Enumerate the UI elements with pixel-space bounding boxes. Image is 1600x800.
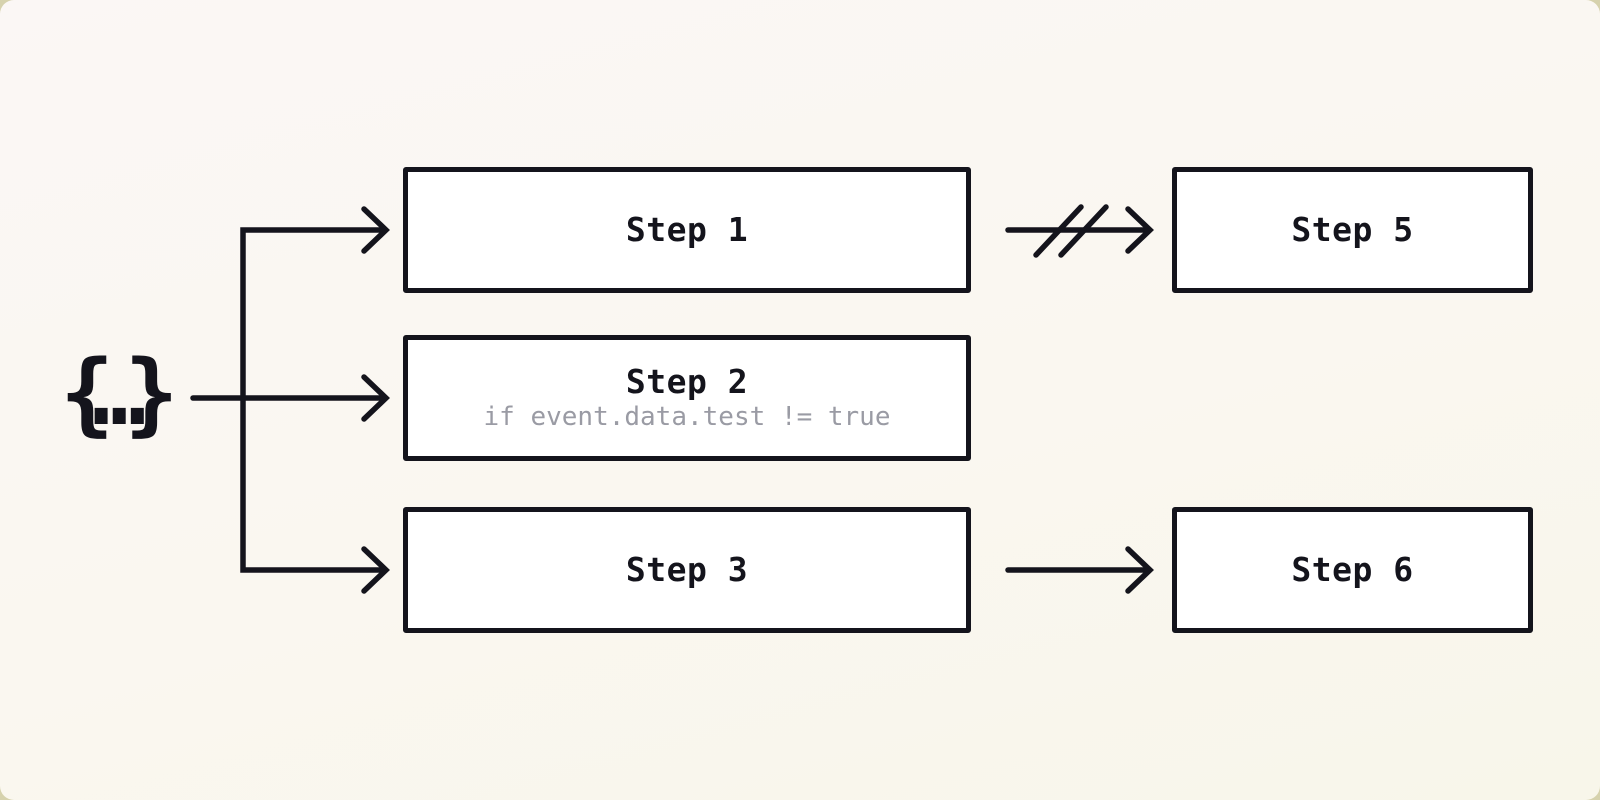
arrow-source-to-step3 <box>361 546 390 594</box>
node-step-1-label: Step 1 <box>625 209 749 249</box>
arrow-source-branch-trunk <box>240 227 386 573</box>
node-step-5: Step 5 <box>1172 167 1533 293</box>
arrow-source-to-step2 <box>190 374 390 422</box>
node-step-3: Step 3 <box>403 507 971 633</box>
node-step-1: Step 1 <box>403 167 971 293</box>
node-step-2-label: Step 2 <box>625 362 749 402</box>
node-step-5-label: Step 5 <box>1291 209 1414 249</box>
node-step-6-label: Step 6 <box>1291 549 1414 589</box>
node-step-2-condition: if event.data.test != true <box>483 402 891 433</box>
node-step-2: Step 2 if event.data.test != true <box>403 335 971 461</box>
node-step-3-label: Step 3 <box>625 549 749 589</box>
node-step-6: Step 6 <box>1172 507 1533 633</box>
arrow-source-to-step1 <box>361 206 390 254</box>
event-payload-symbol: {…} <box>60 341 178 446</box>
arrow-step1-to-step5-cancelled <box>1005 204 1154 258</box>
cancel-slashes-icon <box>1033 204 1109 258</box>
arrow-step3-to-step6 <box>1005 546 1154 594</box>
